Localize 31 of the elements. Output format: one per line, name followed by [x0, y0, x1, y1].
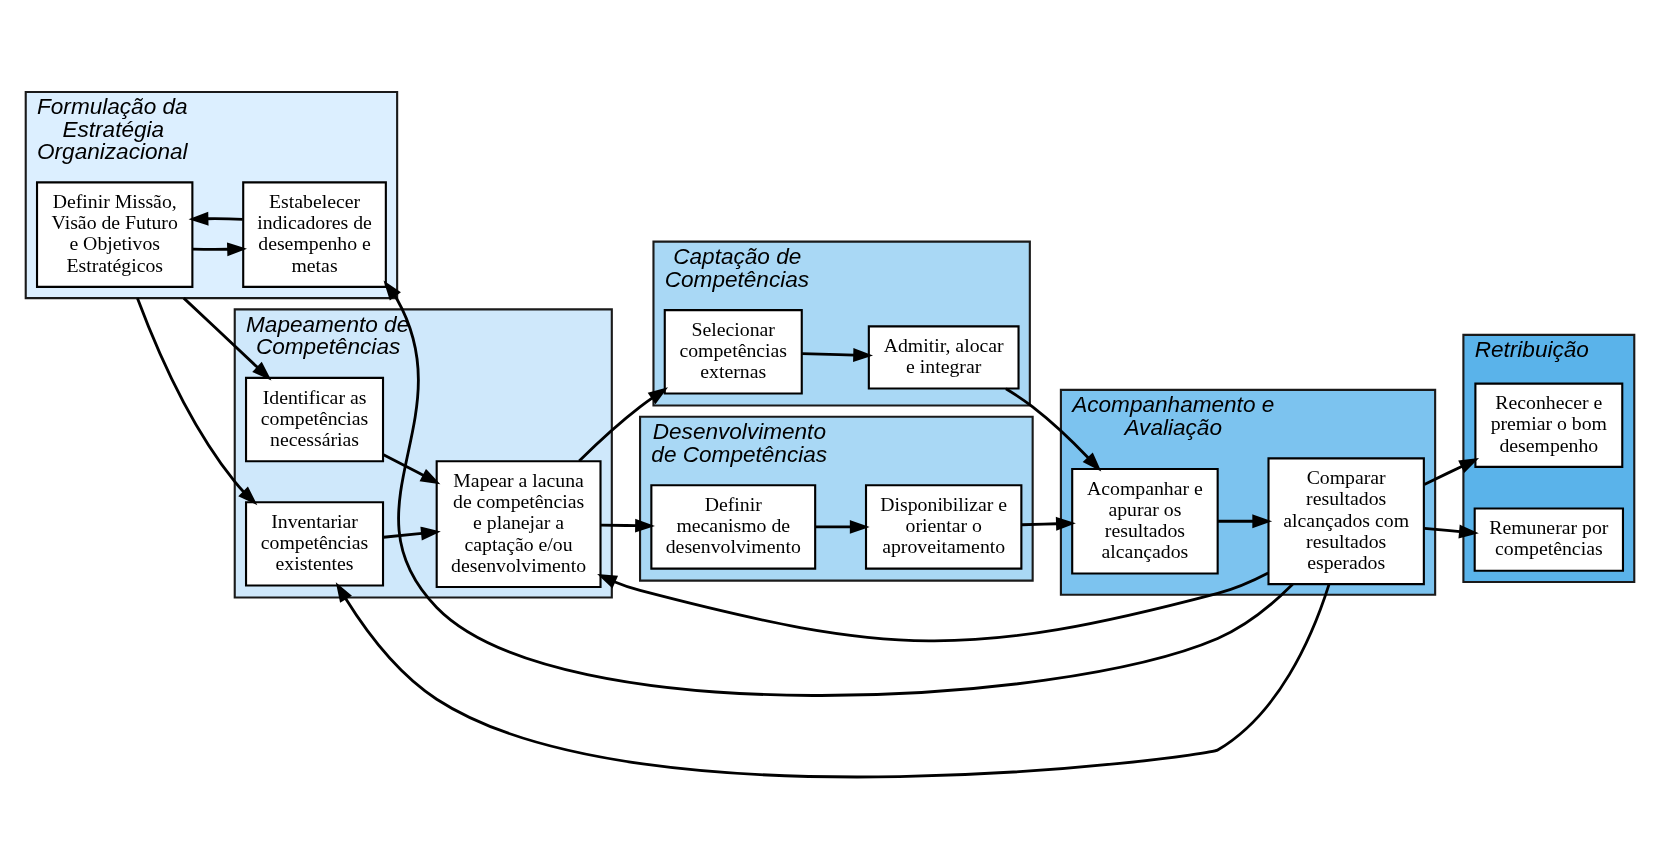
- arrow: [597, 571, 1269, 642]
- node-box: Admitir, alocar e integrar: [867, 324, 1020, 390]
- node-box: Identificar as competências necessárias: [245, 376, 385, 462]
- arrow: [600, 518, 655, 533]
- arrow: [578, 386, 668, 462]
- node-box: Selecionar competências externas: [663, 308, 803, 394]
- arrow: [382, 452, 441, 484]
- arrow: [1424, 524, 1479, 538]
- node-box: Acompanhar e apurar os resultados alcançados: [1071, 467, 1219, 575]
- node-box: Inventariar competências existentes: [245, 500, 385, 587]
- arrow: [802, 347, 873, 362]
- node-box: Definir mecanismo de desenvolvimento: [650, 483, 817, 570]
- arrow: [188, 211, 243, 226]
- arrow: [815, 519, 870, 534]
- node-box: Disponibilizar e orientar o aproveitamento: [864, 483, 1023, 570]
- node-box: Comparar resultados alcançados com resultados esperados: [1267, 456, 1425, 585]
- arrow: [383, 526, 441, 540]
- arrow: [136, 297, 258, 505]
- arrow: [1217, 513, 1273, 528]
- node-box: Definir Missão, Visão de Futuro e Objetivos Estratégicos: [35, 180, 194, 288]
- arrow: [182, 296, 272, 380]
- arrow: [1005, 387, 1102, 472]
- arrow: [192, 241, 247, 256]
- node-box: Estabelecer indicadores de desempenho e metas: [242, 180, 387, 288]
- arrow: [1423, 457, 1480, 486]
- node-box: Reconhecer e premiar o bom desempenho: [1474, 382, 1624, 468]
- arrow: [1021, 516, 1076, 531]
- arrow: [383, 280, 1294, 697]
- arrow: [335, 581, 1331, 778]
- node-box: Remunerar por competências: [1473, 507, 1625, 572]
- node-box: Mapear a lacuna de competências e planejar a captação e/ou desenvolvimento: [435, 459, 602, 588]
